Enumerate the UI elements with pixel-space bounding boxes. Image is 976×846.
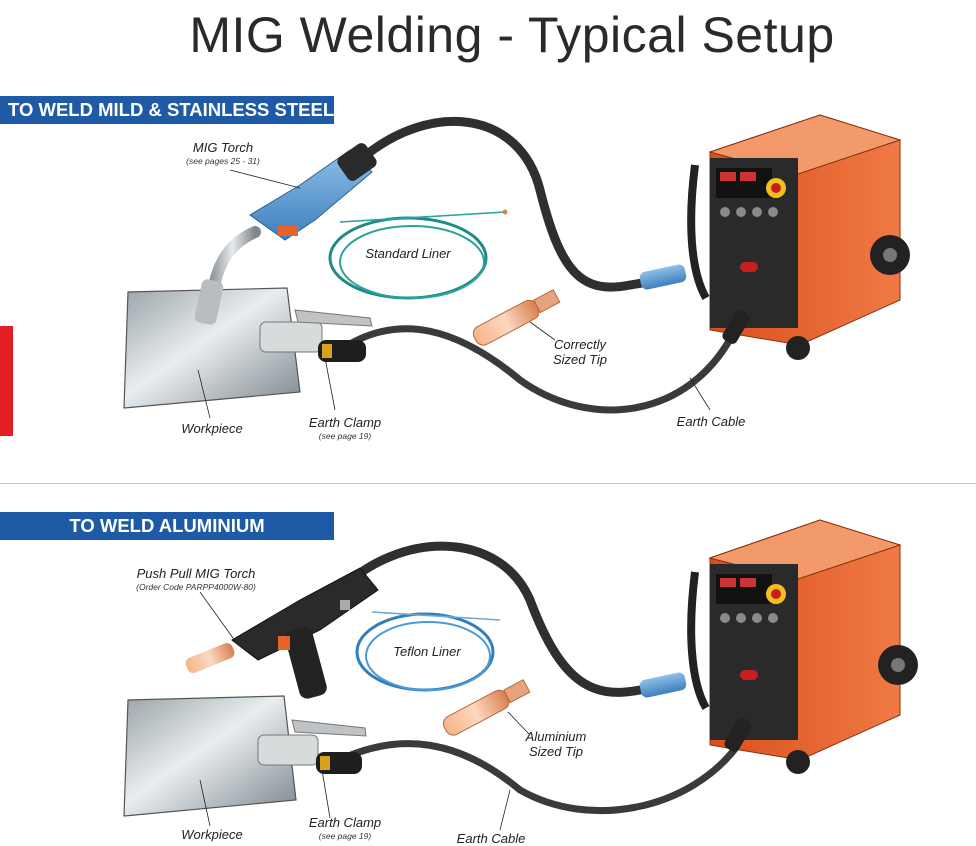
- cable-label-2: Earth Cable: [456, 831, 526, 846]
- tip-label-line-1: Correctly: [553, 337, 606, 352]
- tip-label-line-2: Sized Tip: [552, 352, 608, 367]
- torch-connector-2: [639, 672, 687, 698]
- leader-tip: [529, 321, 556, 341]
- earth-clamp-2: [257, 719, 367, 774]
- leader-clamp-2: [321, 769, 331, 819]
- section-divider: [0, 483, 976, 484]
- torch-label: MIG Torch: [192, 140, 254, 155]
- torch-connector: [639, 264, 687, 290]
- earth-connector: [722, 310, 750, 344]
- workpiece-label: Workpiece: [181, 421, 243, 436]
- steel-setup-group: [123, 114, 910, 419]
- welding-machine-2: [687, 519, 918, 774]
- torch-sublabel: (see pages 25 - 31): [186, 156, 260, 166]
- leader-workpiece-2: [199, 779, 211, 827]
- leader-workpiece: [197, 369, 211, 419]
- clamp-sublabel: (see page 19): [318, 431, 372, 441]
- workpiece-plate: [123, 287, 301, 409]
- cable-label: Earth Cable: [676, 414, 746, 429]
- push-pull-torch: [185, 567, 379, 699]
- liner-label: Standard Liner: [365, 246, 451, 261]
- clamp-label-2: Earth Clamp: [308, 815, 382, 830]
- clamp-label: Earth Clamp: [308, 415, 382, 430]
- page-title: MIG Welding - Typical Setup: [189, 7, 835, 63]
- red-page-tab: [0, 326, 13, 436]
- push-pull-torch-sublabel: (Order Code PARPP4000W-80): [136, 582, 256, 592]
- earth-connector-2: [724, 718, 752, 752]
- leader-clamp: [324, 357, 336, 411]
- leader-cable: [689, 377, 711, 411]
- welding-machine: [687, 114, 910, 360]
- workpiece-label-2: Workpiece: [181, 827, 243, 842]
- section-banner-aluminium: TO WELD ALUMINIUM: [0, 512, 334, 540]
- workpiece-plate-2: [123, 695, 297, 817]
- earth-clamp: [259, 309, 373, 362]
- leader-torch-2: [199, 591, 239, 646]
- earth-cable-2: [331, 740, 742, 815]
- mig-torch: [194, 143, 377, 325]
- aluminium-tip: [442, 679, 531, 736]
- aluminium-setup-group: [123, 519, 918, 831]
- leader-torch: [229, 169, 301, 189]
- earth-cable: [336, 325, 739, 414]
- al-tip-label-line-1: Aluminium: [525, 729, 587, 744]
- torch-cable: [355, 116, 665, 292]
- teflon-liner-coil: [355, 611, 501, 692]
- clamp-sublabel-2: (see page 19): [318, 831, 372, 841]
- teflon-liner-label: Teflon Liner: [393, 644, 461, 659]
- leader-tip-2: [507, 711, 531, 736]
- standard-liner-coil: [328, 209, 508, 300]
- contact-tip: [472, 289, 561, 346]
- leader-cable-2: [499, 789, 511, 831]
- torch-cable-2: [335, 541, 667, 697]
- push-pull-torch-label: Push Pull MIG Torch: [136, 566, 256, 581]
- al-tip-label-line-2: Sized Tip: [528, 744, 584, 759]
- section-banner-steel: TO WELD MILD & STAINLESS STEEL: [0, 96, 334, 124]
